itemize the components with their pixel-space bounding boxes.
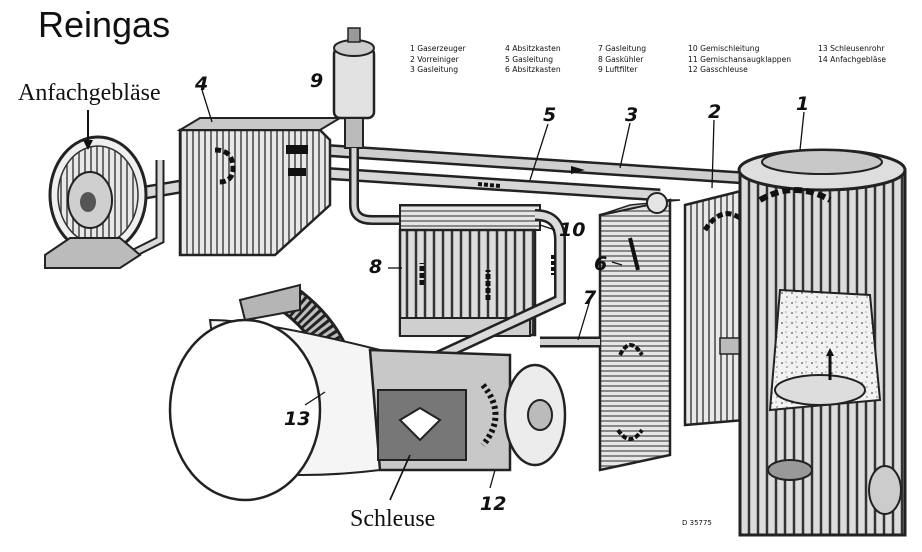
legend-item: 11 Gemischansaugklappen: [688, 54, 792, 64]
gas-pipe-5: [319, 166, 661, 202]
legend-column-2: 4 Absitzkasten 5 Gasleitung 6 Absitzkast…: [505, 44, 561, 76]
legend-item: 7 Gasleitung: [598, 44, 647, 53]
part-number: 13: [284, 408, 310, 430]
legend-item: 10 Gemischleitung: [688, 44, 760, 53]
blower-fan: [44, 135, 148, 269]
gas-lock-12: [368, 348, 567, 472]
legend-item: 4 Absitzkasten: [505, 44, 561, 53]
page-title: Reingas: [38, 4, 171, 45]
air-filter-9: [332, 27, 400, 225]
legend-item: 12 Gasschleuse: [688, 65, 748, 74]
part-number: 6: [594, 253, 607, 275]
leader-lines: [201, 89, 805, 489]
blower-callout-label: Anfachgebläse: [18, 80, 161, 106]
legend-item: 8 Gaskühler: [598, 54, 644, 64]
mixture-line-10: [417, 209, 566, 371]
part-number: 5: [543, 104, 556, 126]
part-number: 2: [708, 101, 721, 123]
legend-item: 1 Gaserzeuger: [410, 44, 466, 53]
legend-column-4: 10 Gemischleitung 11 Gemischansaugklappe…: [688, 44, 791, 76]
gas-generator-1: [737, 148, 907, 537]
part-number: 9: [310, 70, 323, 92]
legend-item: 2 Vorreiniger: [410, 54, 459, 64]
legend-item: 13 Schleusenrohr: [818, 44, 885, 53]
legend-item: 5 Gasleitung: [505, 54, 554, 64]
legend-column-5: 13 Schleusenrohr 14 Anfachgebläse: [818, 44, 886, 65]
settling-tank-6: [598, 192, 681, 472]
part-number: 4: [194, 73, 208, 95]
blower-callout-arrow: [83, 140, 93, 150]
pre-cleaner-2: [683, 188, 747, 427]
part-number: 1: [796, 93, 809, 115]
part-number: 10: [559, 219, 585, 241]
drawing-code: D 35775: [682, 519, 712, 527]
legend-item: 14 Anfachgebläse: [818, 54, 887, 64]
lock-callout-label: Schleuse: [350, 506, 436, 532]
part-number: 3: [625, 104, 638, 126]
legend-column-1: 1 Gaserzeuger 2 Vorreiniger 3 Gasleitung: [410, 44, 466, 76]
gas-pipe-3: [319, 143, 746, 185]
part-number: 8: [369, 256, 382, 278]
part-number: 7: [583, 287, 597, 309]
lock-callout-line: [389, 454, 411, 501]
part-number: 12: [480, 493, 506, 515]
legend-item: 6 Absitzkasten: [505, 65, 561, 74]
legend-column-3: 7 Gasleitung 8 Gaskühler 9 Luftfilter: [598, 44, 646, 76]
legend-item: 3 Gasleitung: [410, 65, 459, 74]
parts-legend: 1 Gaserzeuger 2 Vorreiniger 3 Gasleitung…: [410, 44, 910, 78]
settling-tank-4: [176, 117, 344, 257]
engine-drum: [168, 318, 381, 502]
legend-item: 9 Luftfilter: [598, 65, 638, 74]
